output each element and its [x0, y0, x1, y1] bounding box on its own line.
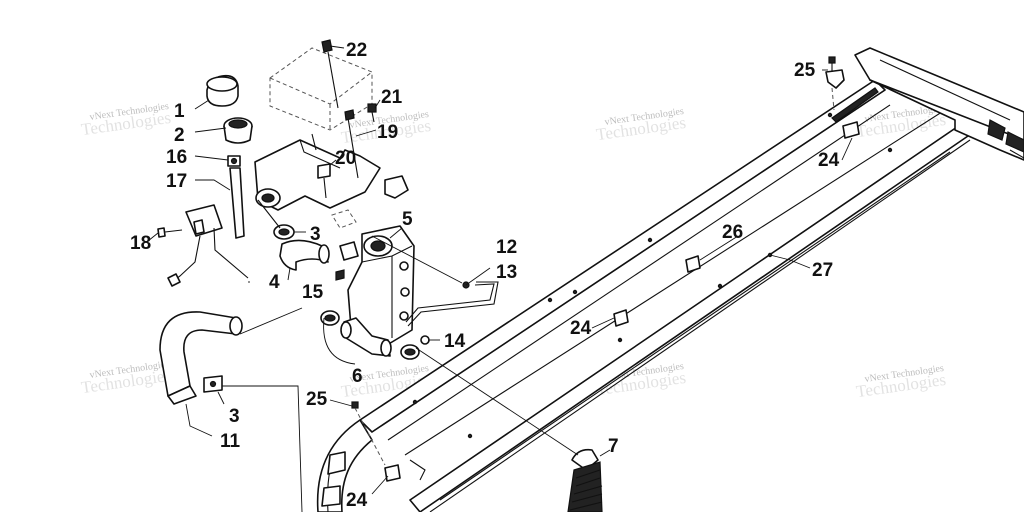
callout-5: 5: [402, 209, 413, 230]
callout-3-a: 3: [310, 224, 321, 245]
bottom-hose: [415, 347, 611, 512]
clip-24-low: [384, 464, 401, 482]
filler-assembly: [194, 74, 253, 239]
callout-labels: 1 2 16 17 18 4 15 3 11 3 22 21 19 20 5 1…: [130, 40, 840, 511]
callout-27: 27: [812, 260, 833, 281]
lower-hose: [159, 281, 303, 512]
clip-24-top: [842, 121, 860, 139]
screw-25-top: [825, 69, 845, 89]
callout-2: 2: [174, 125, 185, 146]
callout-11: 11: [220, 431, 241, 452]
watermark: Technologies vNext Technologies: [855, 363, 947, 401]
clip-24-mid: [613, 309, 629, 327]
callout-24-a: 24: [346, 490, 368, 511]
callout-24-c: 24: [818, 150, 840, 171]
callout-24-b: 24: [570, 318, 592, 339]
callout-13: 13: [496, 262, 517, 283]
watermark: Technologies vNext Technologies: [80, 359, 172, 397]
callout-22: 22: [346, 40, 367, 61]
coolant-housing: [320, 225, 440, 365]
callout-14: 14: [444, 331, 466, 352]
callout-12: 12: [496, 237, 517, 258]
callout-21: 21: [381, 87, 403, 108]
callout-25-a: 25: [306, 389, 328, 410]
upper-hose: [257, 199, 359, 281]
callout-25-b: 25: [794, 60, 816, 81]
sensor-harness: [147, 204, 249, 287]
callout-26: 26: [722, 222, 743, 243]
bleed-hose: [371, 235, 499, 327]
clip-26: [685, 255, 701, 273]
mounting-bracket: [254, 39, 409, 229]
watermark: Technologies vNext Technologies: [80, 101, 172, 139]
callout-15: 15: [302, 282, 324, 303]
callout-17: 17: [166, 171, 187, 192]
callout-7: 7: [608, 436, 619, 457]
heat-exchanger-rail: [316, 47, 1024, 512]
leader-lines: [329, 69, 853, 495]
callout-6: 6: [352, 366, 363, 387]
callout-1: 1: [174, 101, 185, 122]
watermark: Technologies vNext Technologies: [595, 106, 687, 144]
callout-19: 19: [377, 122, 398, 143]
callout-4: 4: [269, 272, 280, 293]
rail-clips: [351, 56, 860, 482]
callout-18: 18: [130, 233, 151, 254]
callout-20: 20: [335, 148, 356, 169]
callout-16: 16: [166, 147, 187, 168]
callout-3-b: 3: [229, 406, 240, 427]
